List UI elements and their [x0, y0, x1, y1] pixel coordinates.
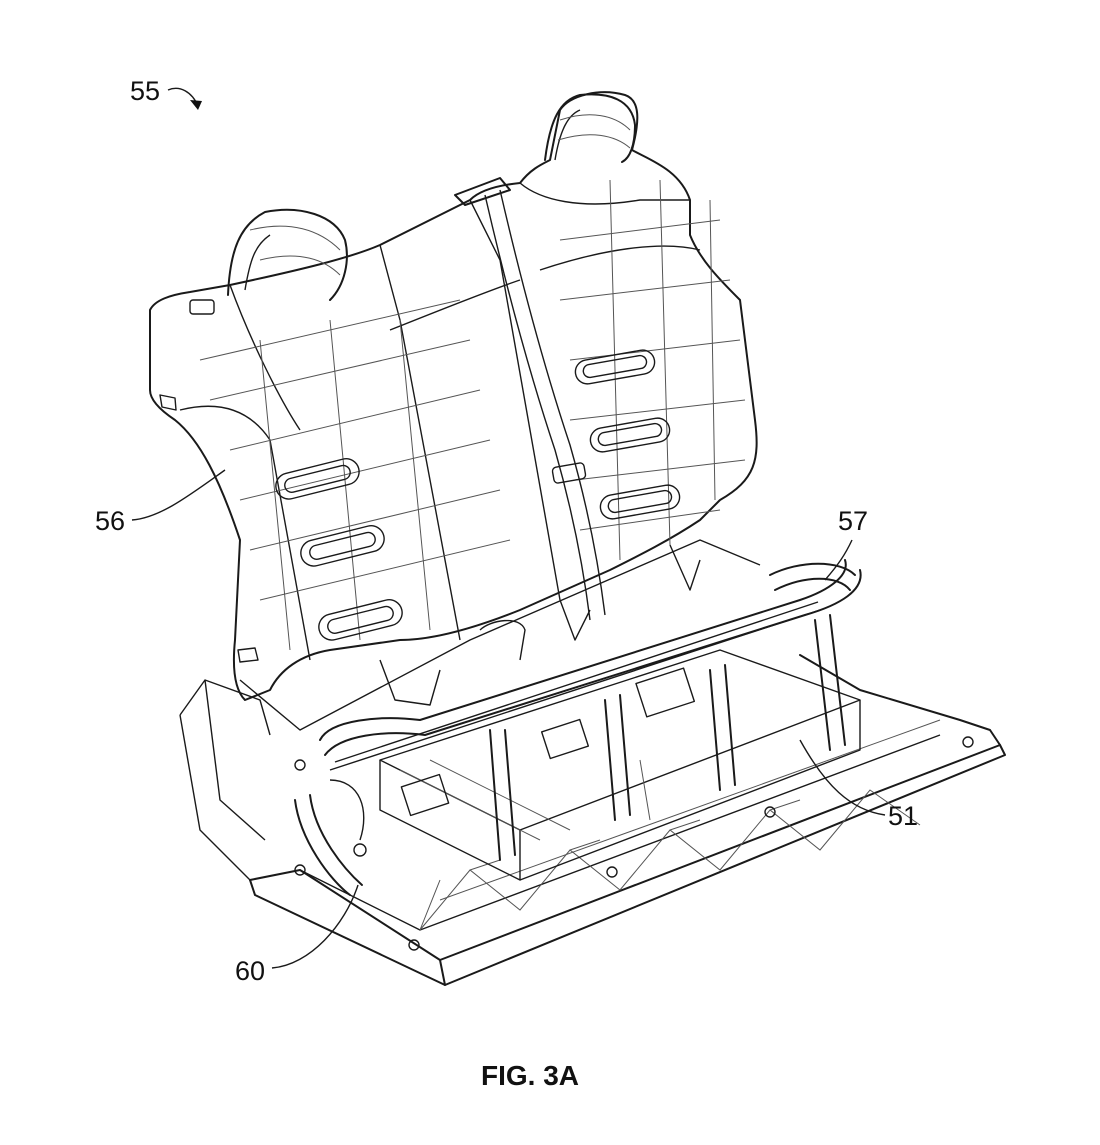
ref-label-57: 57 [838, 506, 868, 536]
ref-label-60: 60 [235, 956, 265, 986]
leader-line-51 [799, 739, 886, 816]
seat-back [149, 91, 758, 701]
battery-module [379, 649, 861, 881]
ref-label-56: 56 [95, 506, 125, 536]
leader-line-57 [824, 539, 853, 581]
base-tray [179, 654, 1006, 986]
ref-label-55: 55 [130, 76, 160, 106]
reference-labels: 55 56 57 51 60 FIG. 3A [95, 76, 918, 1091]
arrowhead-icon [190, 100, 202, 110]
seat-belt [454, 177, 606, 621]
figure-caption: FIG. 3A [481, 1060, 579, 1091]
seat-lower [239, 539, 761, 731]
leader-line-56 [131, 469, 226, 521]
leader-line-60 [271, 884, 359, 969]
ref-label-51: 51 [888, 801, 918, 831]
tube-frame [294, 559, 862, 896]
